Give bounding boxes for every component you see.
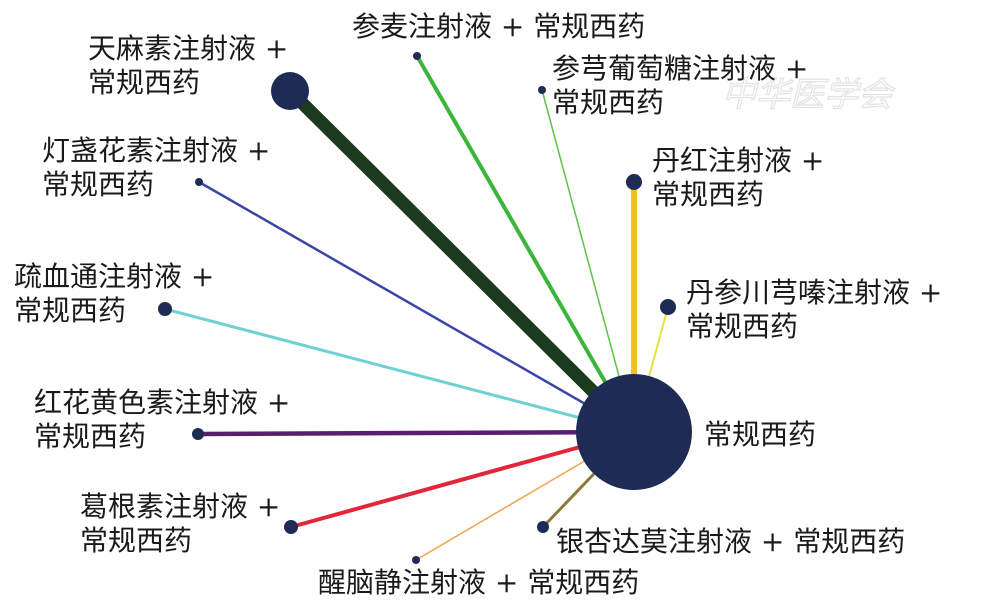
label-dengzhan: 灯盏花素注射液 +常规西药 [42, 134, 270, 201]
node-yinxing [537, 521, 549, 533]
node-shenmai [413, 52, 421, 60]
node-shuxuetong [158, 302, 172, 316]
edge-dengzhan [198, 180, 635, 434]
label-yinxing: 银杏达莫注射液 + 常规西药 [556, 525, 905, 558]
label-xingnaojing: 醒脑静注射液 + 常规西药 [318, 566, 639, 599]
edge-shuxuetong [164, 307, 635, 434]
node-layer [158, 52, 692, 564]
node-shenxiong [538, 86, 546, 94]
node-dengzhan [195, 178, 203, 186]
node-tianma [271, 72, 309, 110]
node-danhong [626, 174, 642, 190]
label-shenmai: 参麦注射液 + 常规西药 [352, 10, 645, 43]
edge-layer [164, 55, 669, 561]
label-shenxiong: 参芎葡萄糖注射液 +常规西药 [552, 52, 808, 119]
node-danshen [660, 299, 676, 315]
label-danshen: 丹参川芎嗪注射液 +常规西药 [686, 276, 942, 343]
node-gegen [284, 520, 298, 534]
label-tianma: 天麻素注射液 +常规西药 [88, 32, 288, 99]
node-xingnaojing [412, 556, 420, 564]
node-honghua [192, 428, 204, 440]
edge-shenxiong [541, 89, 635, 433]
label-shuxuetong: 疏血通注射液 +常规西药 [14, 260, 214, 327]
label-honghua: 红花黄色素注射液 +常规西药 [34, 386, 290, 453]
edge-gegen [290, 430, 635, 529]
label-gegen: 葛根素注射液 +常规西药 [80, 490, 280, 557]
edge-honghua [197, 429, 635, 437]
watermark: 中华医学会 [722, 75, 896, 115]
label-danhong: 丹红注射液 +常规西药 [652, 144, 824, 211]
label-hub: 常规西药 [704, 418, 816, 451]
edge-tianma [285, 86, 639, 437]
node-hub [576, 374, 692, 490]
edge-shenmai [415, 55, 636, 433]
